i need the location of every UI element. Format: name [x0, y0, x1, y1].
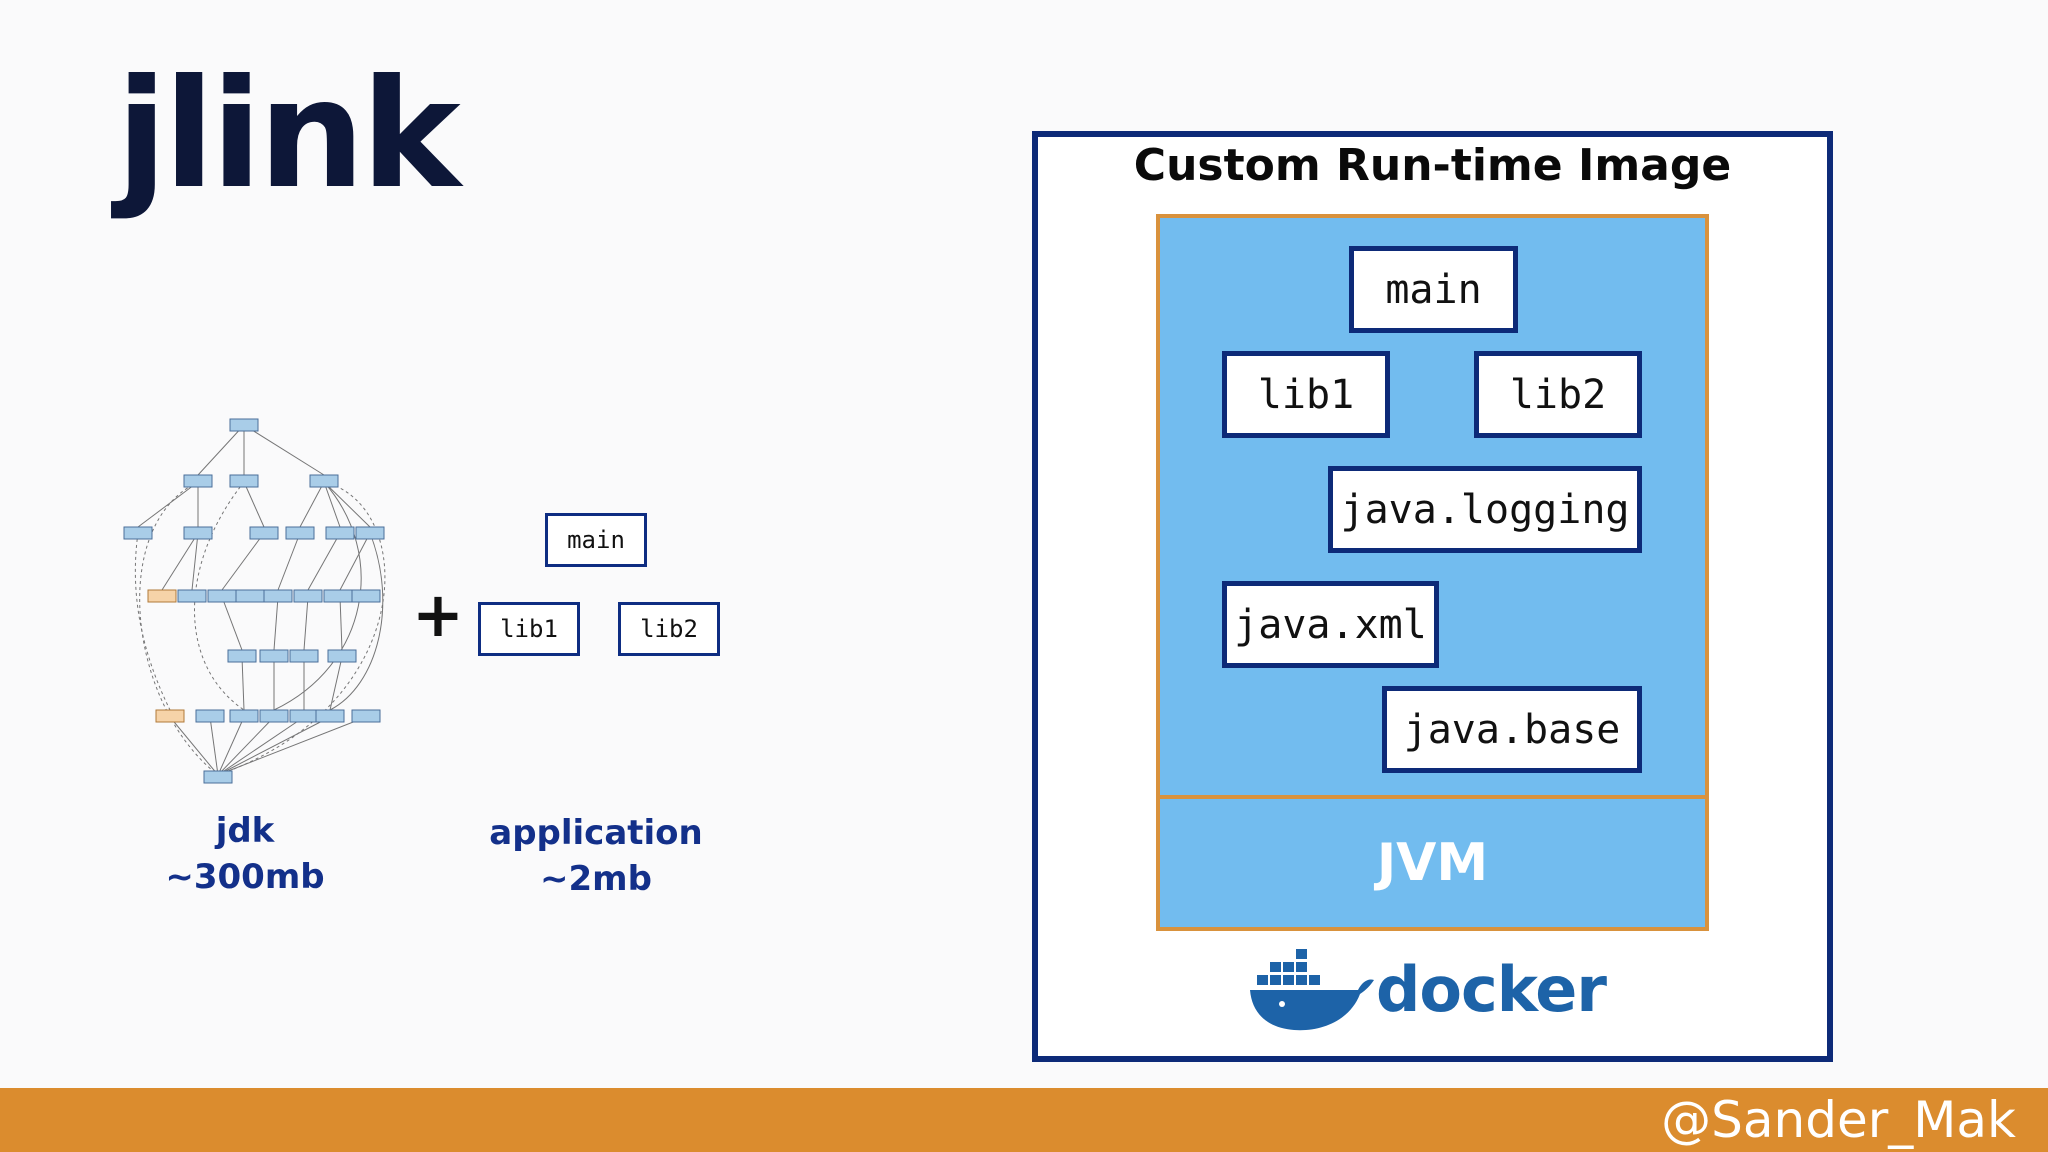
- runtime-module-java-xml: java.xml: [1222, 581, 1439, 668]
- footer-bar: [0, 1088, 2048, 1152]
- runtime-module-java-logging: java.logging: [1328, 466, 1642, 553]
- runtime-module-java-base: java.base: [1382, 686, 1642, 773]
- jvm-layer: JVM: [1156, 795, 1709, 931]
- runtime-image-title: Custom Run-time Image: [1133, 140, 1732, 191]
- app-module-lib1: lib1: [478, 602, 580, 656]
- slide-title: jlink: [116, 48, 461, 222]
- jdk-size: ~300mb: [165, 857, 325, 897]
- application-label: application: [489, 813, 703, 853]
- jdk-module-graph: [123, 418, 386, 784]
- application-size: ~2mb: [540, 859, 652, 899]
- runtime-module-main: main: [1349, 246, 1518, 333]
- docker-logo-text: docker: [1376, 953, 1607, 1026]
- jdk-label: jdk: [215, 811, 275, 851]
- plus-sign: +: [412, 578, 464, 651]
- runtime-module-lib1: lib1: [1222, 351, 1390, 438]
- app-module-main: main: [545, 513, 647, 567]
- runtime-module-lib2: lib2: [1474, 351, 1642, 438]
- application-caption: application ~2mb: [466, 810, 726, 902]
- author-handle: @Sander_Mak: [1661, 1091, 2016, 1149]
- jdk-caption: jdk ~300mb: [140, 808, 350, 900]
- docker-whale-icon: [1250, 949, 1374, 1031]
- app-module-lib2: lib2: [618, 602, 720, 656]
